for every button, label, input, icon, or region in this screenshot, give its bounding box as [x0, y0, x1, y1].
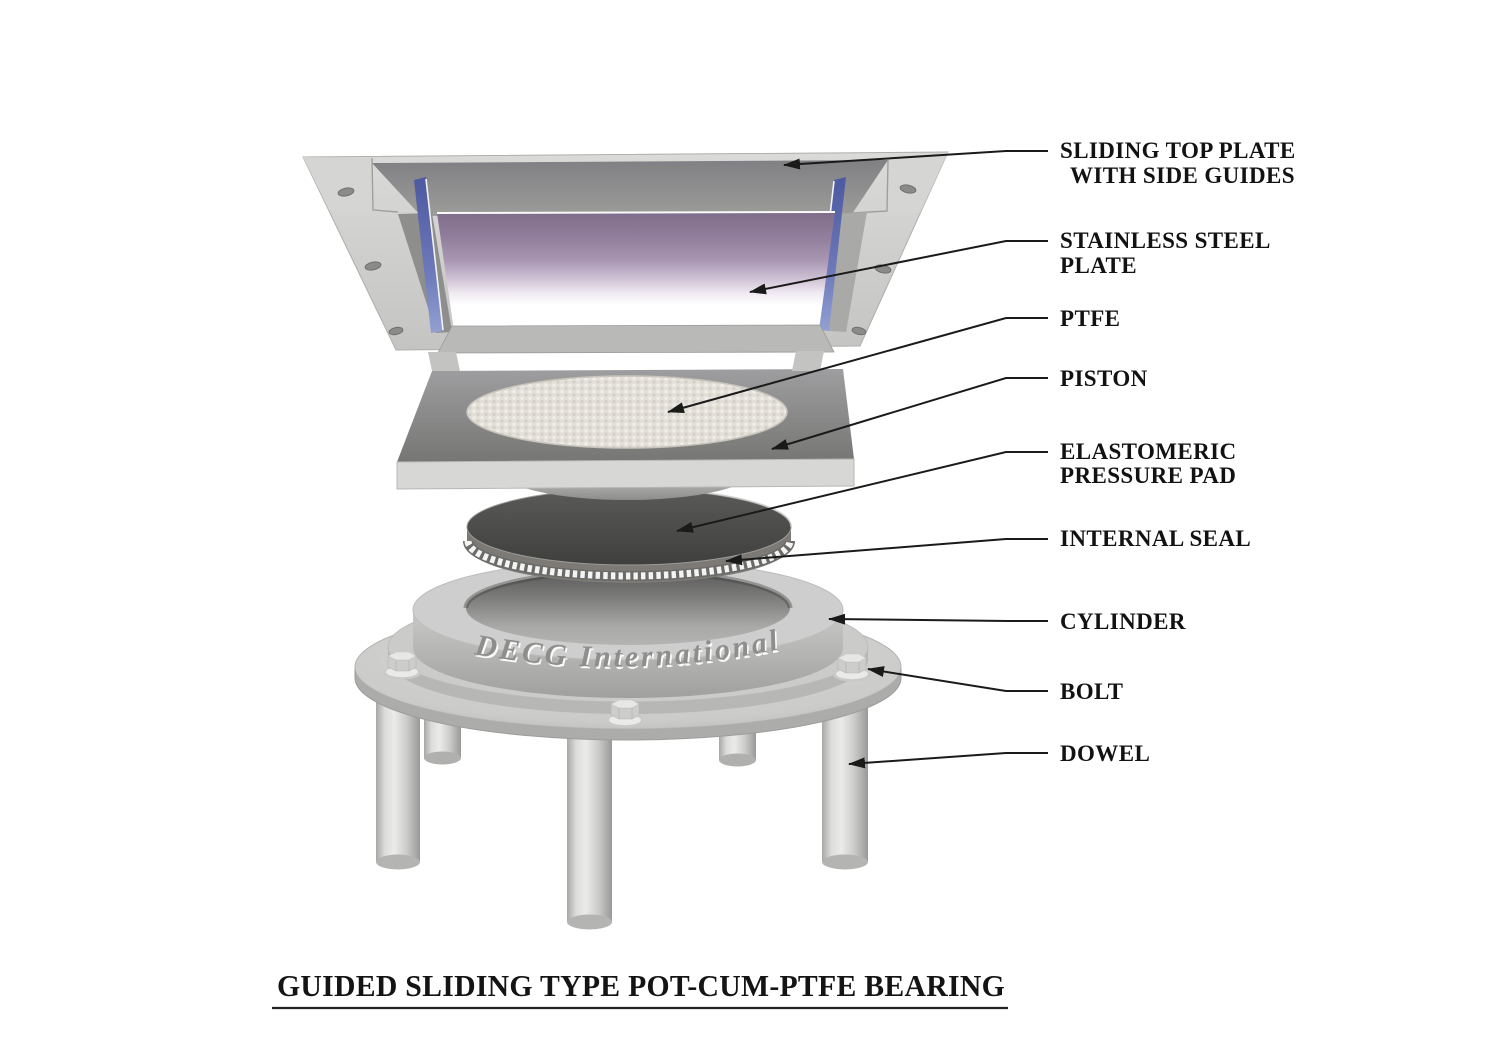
label-stainless-steel-plate-line1: STAINLESS STEEL — [1060, 228, 1271, 253]
label-elastomeric-pad-line2: PRESSURE PAD — [1060, 463, 1236, 488]
dowel-front-left — [376, 690, 420, 870]
leader-piston — [771, 377, 1048, 450]
corner-block-right — [888, 152, 948, 213]
bottom-guide-bar — [437, 324, 835, 354]
bolt-left — [383, 651, 421, 680]
stainless-plate-edge-highlight — [436, 211, 836, 214]
guide-strip-left-highlight — [425, 178, 444, 331]
pad-top — [466, 488, 792, 566]
leader-ptfe — [667, 317, 1048, 414]
leader-dowel — [848, 752, 1048, 769]
leader-bolt — [867, 666, 1048, 692]
label-piston: PISTON — [1060, 366, 1148, 391]
label-sliding-top-plate-line2: WITH SIDE GUIDES — [1070, 163, 1295, 188]
pot-recess — [466, 571, 790, 645]
ptfe-disc — [466, 375, 788, 449]
leader-sliding-top-plate — [783, 150, 1048, 170]
callout-sliding-top-plate: SLIDING TOP PLATE WITH SIDE GUIDES — [1060, 138, 1296, 188]
pad-rim-highlight — [706, 492, 792, 528]
cylinder-wall — [413, 610, 843, 698]
label-ptfe: PTFE — [1060, 306, 1120, 331]
guide-tab-left — [428, 352, 460, 371]
callout-labels: SLIDING TOP PLATE WITH SIDE GUIDES STAIN… — [1060, 138, 1296, 766]
stainless-steel-plate — [437, 212, 835, 331]
label-stainless-steel-plate-line2: PLATE — [1060, 253, 1137, 278]
label-internal-seal: INTERNAL SEAL — [1060, 526, 1251, 551]
label-sliding-top-plate-line1: SLIDING TOP PLATE — [1060, 138, 1296, 163]
step-ring-edge — [388, 647, 868, 714]
corner-block-left-edge — [371, 157, 399, 213]
sliding-top-plate — [302, 151, 949, 371]
label-dowel: DOWEL — [1060, 741, 1150, 766]
plate-bolt-holes — [337, 184, 917, 336]
bolt-right — [833, 653, 871, 682]
diagram-title-text: GUIDED SLIDING TYPE POT-CUM-PTFE BEARING — [277, 968, 1005, 1003]
diagram-title: GUIDED SLIDING TYPE POT-CUM-PTFE BEARING — [272, 968, 1008, 1010]
cylinder: DECG International DECG International — [354, 559, 902, 741]
leader-cylinder — [828, 613, 1048, 625]
bolt-center — [606, 699, 644, 728]
top-plate-inner-wall — [372, 160, 888, 216]
dowel-front-center — [567, 715, 612, 930]
leader-elastomeric-pressure-pad — [676, 451, 1048, 533]
callout-elastomeric-pressure-pad: ELASTOMERIC PRESSURE PAD — [1060, 439, 1237, 488]
piston — [396, 369, 855, 500]
leader-lines — [667, 150, 1048, 769]
label-bolt: BOLT — [1060, 679, 1123, 704]
guide-strip-left — [414, 177, 444, 333]
leader-internal-seal — [725, 538, 1048, 566]
elastomeric-pressure-pad — [463, 488, 795, 583]
corner-block-left — [303, 157, 372, 210]
label-elastomeric-pad-line1: ELASTOMERIC — [1060, 439, 1237, 464]
guide-tab-right — [792, 351, 824, 371]
leader-stainless-steel-plate — [749, 240, 1048, 295]
label-cylinder: CYLINDER — [1060, 609, 1186, 634]
callout-stainless-steel-plate: STAINLESS STEEL PLATE — [1060, 228, 1271, 278]
piston-front-face — [396, 458, 855, 490]
